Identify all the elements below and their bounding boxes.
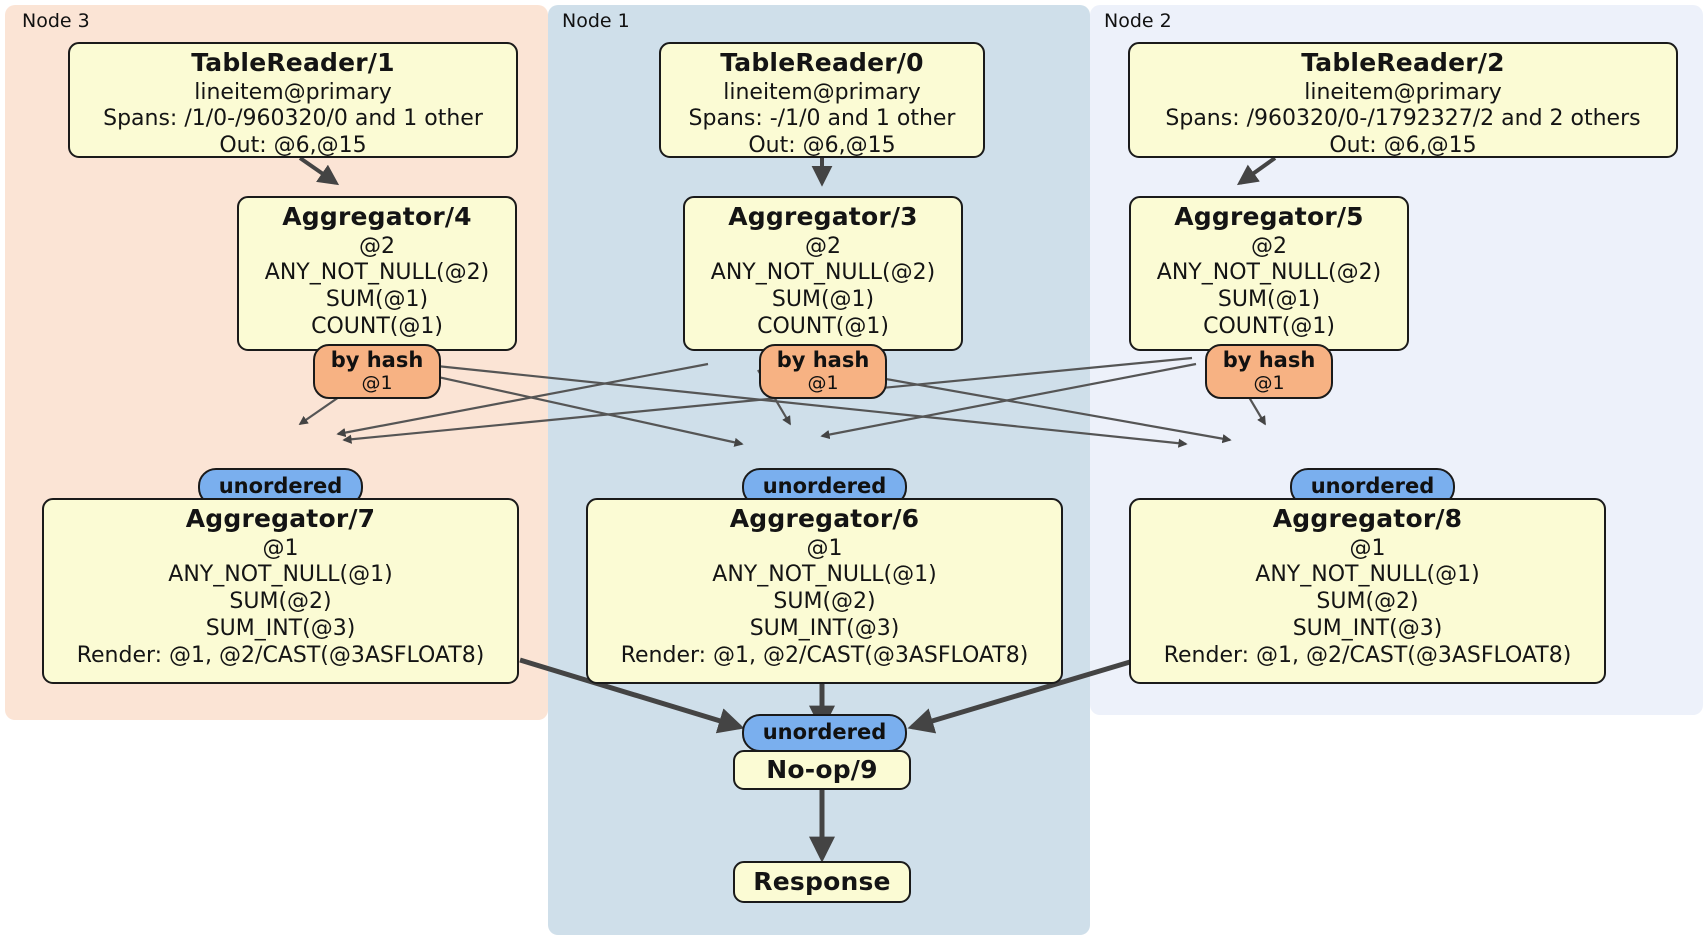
node-label-node-1: Node 1 xyxy=(562,10,630,32)
processor-detail: Out: @6,@15 xyxy=(1329,133,1477,159)
hash-router-column: @1 xyxy=(1253,371,1285,394)
processor-title: Aggregator/8 xyxy=(1272,504,1463,533)
processor-aggregator-6[interactable]: Aggregator/6 @1 ANY_NOT_NULL(@1) SUM(@2)… xyxy=(586,498,1063,684)
processor-detail: SUM(@1) xyxy=(771,287,875,313)
node-label-node-2: Node 2 xyxy=(1104,10,1172,32)
processor-detail: Spans: /960320/0-/1792327/2 and 2 others xyxy=(1165,106,1641,132)
processor-detail: ANY_NOT_NULL(@1) xyxy=(712,562,937,588)
processor-detail: COUNT(@1) xyxy=(311,313,443,339)
processor-title: Response xyxy=(753,867,891,896)
processor-aggregator-4[interactable]: Aggregator/4 @2 ANY_NOT_NULL(@2) SUM(@1)… xyxy=(237,196,517,351)
synchronizer-label: unordered xyxy=(762,474,887,499)
processor-aggregator-7[interactable]: Aggregator/7 @1 ANY_NOT_NULL(@1) SUM(@2)… xyxy=(42,498,519,684)
processor-detail: SUM(@2) xyxy=(773,589,876,615)
processor-title: Aggregator/5 xyxy=(1174,202,1364,231)
processor-detail: Render: @1, @2/CAST(@3ASFLOAT8) xyxy=(76,642,485,668)
processor-detail: Render: @1, @2/CAST(@3ASFLOAT8) xyxy=(620,642,1029,668)
processor-detail: ANY_NOT_NULL(@1) xyxy=(1255,562,1480,588)
processor-detail: SUM(@2) xyxy=(229,589,332,615)
processor-detail: lineitem@primary xyxy=(1304,79,1502,105)
processor-detail: lineitem@primary xyxy=(194,79,392,105)
synchronizer-label: unordered xyxy=(218,474,343,499)
processor-detail: COUNT(@1) xyxy=(757,313,889,339)
hash-router-label: by hash xyxy=(330,347,424,372)
processor-detail: Spans: -/1/0 and 1 other xyxy=(688,106,956,132)
processor-title: TableReader/1 xyxy=(191,48,395,77)
processor-detail: @1 xyxy=(1349,535,1386,561)
processor-aggregator-5[interactable]: Aggregator/5 @2 ANY_NOT_NULL(@2) SUM(@1)… xyxy=(1129,196,1409,351)
processor-aggregator-3[interactable]: Aggregator/3 @2 ANY_NOT_NULL(@2) SUM(@1)… xyxy=(683,196,963,351)
processor-detail: @2 xyxy=(359,233,395,259)
processor-detail: ANY_NOT_NULL(@2) xyxy=(1156,260,1382,286)
processor-detail: @1 xyxy=(806,535,843,561)
node-label-node-3: Node 3 xyxy=(22,10,90,32)
processor-noop-9[interactable]: No-op/9 xyxy=(733,750,911,790)
processor-detail: @2 xyxy=(805,233,841,259)
processor-detail: SUM(@1) xyxy=(1217,287,1321,313)
hash-router-center[interactable]: by hash @1 xyxy=(759,344,887,399)
processor-detail: SUM(@2) xyxy=(1316,589,1419,615)
processor-detail: lineitem@primary xyxy=(723,79,921,105)
processor-detail: SUM_INT(@3) xyxy=(1292,615,1443,641)
synchronizer-label: unordered xyxy=(1310,474,1435,499)
processor-detail: COUNT(@1) xyxy=(1203,313,1335,339)
processor-title: Aggregator/3 xyxy=(728,202,918,231)
processor-detail: SUM_INT(@3) xyxy=(205,615,356,641)
processor-table-reader-0[interactable]: TableReader/0 lineitem@primary Spans: -/… xyxy=(659,42,985,158)
processor-detail: ANY_NOT_NULL(@1) xyxy=(168,562,393,588)
processor-detail: @1 xyxy=(262,535,299,561)
processor-detail: @2 xyxy=(1251,233,1287,259)
processor-detail: SUM_INT(@3) xyxy=(749,615,900,641)
processor-detail: Out: @6,@15 xyxy=(748,133,896,159)
synchronizer-final[interactable]: unordered xyxy=(742,714,907,752)
hash-router-column: @1 xyxy=(361,371,393,394)
processor-title: Aggregator/7 xyxy=(185,504,376,533)
synchronizer-label: unordered xyxy=(762,720,887,745)
processor-title: TableReader/0 xyxy=(720,48,924,77)
processor-detail: Render: @1, @2/CAST(@3ASFLOAT8) xyxy=(1163,642,1572,668)
hash-router-right[interactable]: by hash @1 xyxy=(1205,344,1333,399)
processor-title: Aggregator/4 xyxy=(282,202,472,231)
hash-router-label: by hash xyxy=(1222,347,1316,372)
processor-table-reader-2[interactable]: TableReader/2 lineitem@primary Spans: /9… xyxy=(1128,42,1678,158)
processor-detail: ANY_NOT_NULL(@2) xyxy=(264,260,490,286)
hash-router-column: @1 xyxy=(807,371,839,394)
processor-aggregator-8[interactable]: Aggregator/8 @1 ANY_NOT_NULL(@1) SUM(@2)… xyxy=(1129,498,1606,684)
processor-detail: ANY_NOT_NULL(@2) xyxy=(710,260,936,286)
processor-detail: Out: @6,@15 xyxy=(219,133,367,159)
processor-detail: SUM(@1) xyxy=(325,287,429,313)
processor-title: Aggregator/6 xyxy=(729,504,920,533)
processor-detail: Spans: /1/0-/960320/0 and 1 other xyxy=(103,106,483,132)
hash-router-label: by hash xyxy=(776,347,870,372)
processor-table-reader-1[interactable]: TableReader/1 lineitem@primary Spans: /1… xyxy=(68,42,518,158)
processor-response[interactable]: Response xyxy=(733,861,911,903)
hash-router-left[interactable]: by hash @1 xyxy=(313,344,441,399)
processor-title: No-op/9 xyxy=(766,755,878,784)
processor-title: TableReader/2 xyxy=(1301,48,1505,77)
